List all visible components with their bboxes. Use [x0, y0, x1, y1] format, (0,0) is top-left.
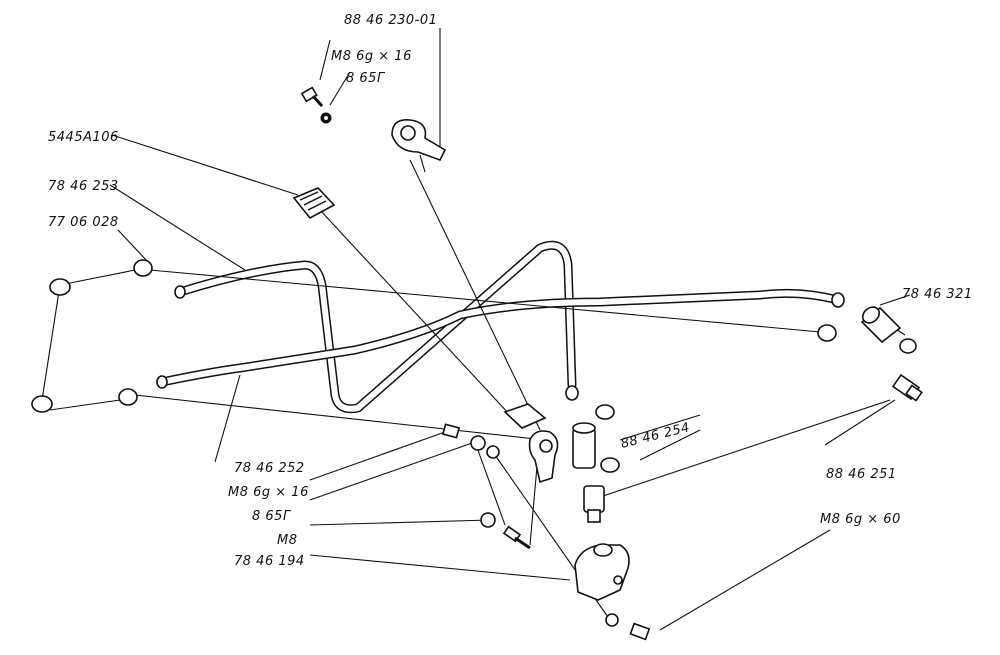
pipe-end	[174, 285, 186, 299]
label-77-06-028: 77 06 028	[48, 215, 119, 230]
center-bracket-part	[503, 403, 559, 484]
pipe-end	[831, 292, 845, 308]
fasteners	[441, 423, 651, 641]
label-m8-6g-16-top: M8 6g × 16	[331, 49, 412, 64]
pipe-end	[156, 375, 168, 389]
leader-lines	[41, 28, 911, 631]
label-88-46-251: 88 46 251	[826, 467, 897, 482]
pipe-end	[565, 385, 579, 401]
label-8-65g-top: 8 65Г	[346, 71, 386, 86]
bracket-clamp-part	[391, 118, 447, 173]
label-5445a106: 5445A106	[48, 130, 119, 145]
label-m8-6g-60: M8 6g × 60	[820, 512, 901, 527]
label-78-46-194: 78 46 194	[234, 554, 305, 569]
label-m8-6g-16: M8 6g × 16	[228, 485, 309, 500]
sleeve-part	[572, 422, 596, 469]
label-88-46-254: 88 46 254	[619, 420, 691, 452]
label-78-46-252: 78 46 252	[234, 461, 305, 476]
rubber-pad-part	[292, 187, 336, 220]
bolt-top	[300, 86, 332, 124]
mounting-bracket-part	[574, 543, 630, 601]
label-88-46-230-01: 88 46 230-01	[344, 13, 437, 28]
label-78-46-253: 78 46 253	[48, 179, 119, 194]
pipe-78-46-252	[157, 288, 843, 387]
fitting-center-part	[583, 485, 605, 523]
coupling-sleeve-part	[860, 306, 902, 344]
label-8-65g: 8 65Г	[252, 509, 292, 524]
hose-clamp-part	[31, 259, 917, 473]
label-m8: M8	[277, 533, 298, 548]
fitting-right-part	[891, 373, 923, 402]
part-labels: 88 46 230-01 M8 6g × 16 8 65Г 5445A106 7…	[48, 13, 973, 569]
label-78-46-321: 78 46 321	[902, 287, 973, 302]
pipe-78-46-253	[175, 240, 577, 414]
